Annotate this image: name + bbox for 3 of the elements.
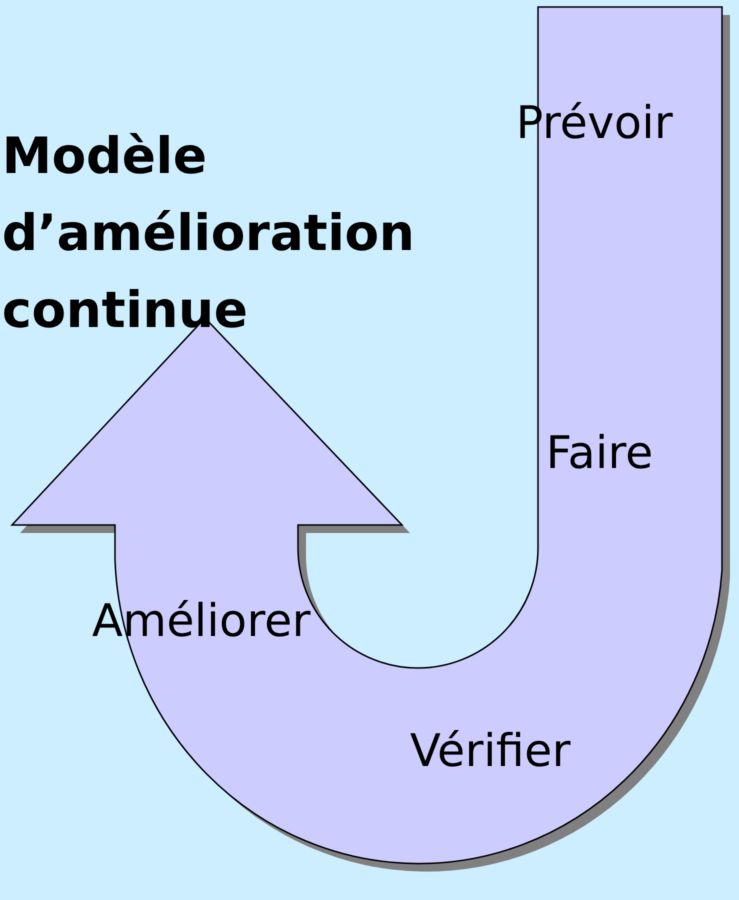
stage-label: Vérifier bbox=[410, 728, 571, 773]
stage-label: Faire bbox=[546, 430, 654, 475]
diagram-title: Modèle d’amélioration continue bbox=[2, 126, 416, 341]
